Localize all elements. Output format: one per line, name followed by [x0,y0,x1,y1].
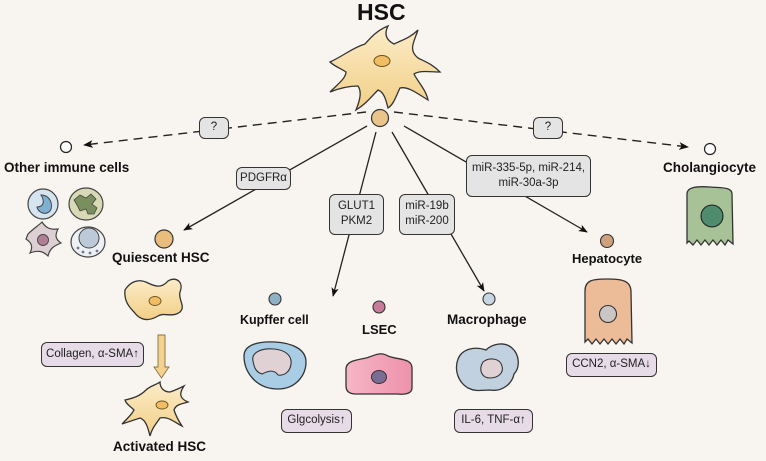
hsc-nucleus [373,55,391,67]
immune-cells-illustration [25,187,106,258]
cholangiocyte-dot [703,142,717,156]
lsec-dot [372,300,386,314]
label-other-immune-cells: Other immune cells [4,160,130,175]
mediator-unknown-right: ? [533,117,563,139]
kupffer-dot [268,292,282,306]
cholangiocyte-illustration [686,186,734,247]
effect-text: Glgcolysis↑ [287,414,346,426]
mediator-text: GLUT1 [337,200,376,212]
hepatocyte-illustration [584,278,633,346]
hsc-node-dot [370,108,390,128]
effect-il6-tnf: IL-6, TNF-α↑ [454,409,533,433]
effect-glycolysis: Glgcolysis↑ [281,409,352,433]
label-quiescent-hsc: Quiescent HSC [112,250,210,265]
label-lsec: LSEC [362,322,397,337]
effect-text: CCN2, α-SMA↓ [572,358,651,370]
label-kupffer-cell: Kupffer cell [240,313,309,327]
mediator-text: PKM2 [340,215,373,227]
mediator-pdgfr: PDGFRα [236,167,291,190]
mediator-text: ? [210,121,218,133]
mediator-text: miR-19b [405,200,449,212]
hsc-cell-illustration [328,24,442,112]
mediator-mirs: miR-335-5p, miR-214, miR-30a-3p [466,155,591,197]
mediator-unknown-left: ? [199,117,229,139]
label-cholangiocyte: Cholangiocyte [663,160,757,175]
effect-text: IL-6, TNF-α↑ [461,414,526,426]
mediator-text: PDGFRα [240,172,287,184]
activation-arrow [153,334,170,379]
quiescent-dot [154,229,174,249]
edge-hsc-to-cholangiocyte [393,111,689,150]
edges [83,111,689,297]
kupffer-cell-illustration [243,341,307,390]
effect-collagen: Collagen, α-SMA↑ [41,342,144,367]
mediator-mir19b-mir200: miR-19b miR-200 [399,194,455,235]
quiescent-hsc-illustration [124,278,183,321]
label-macrophage: Macrophage [447,312,527,327]
activated-hsc-illustration [121,380,190,437]
mediator-text: ? [544,121,552,133]
macrophage-illustration [455,343,519,392]
label-activated-hsc: Activated HSC [113,439,207,454]
mediator-text: miR-200 [405,215,449,227]
mediator-text: miR-335-5p, miR-214, [471,162,586,174]
hepatocyte-dot [599,233,615,249]
mediator-text: miR-30a-3p [498,177,559,189]
label-hepatocyte: Hepatocyte [572,251,643,266]
effect-ccn2: CCN2, α-SMA↓ [566,353,657,377]
effect-text: Collagen, α-SMA↑ [46,348,139,360]
macrophage-dot [482,292,496,306]
lsec-illustration [345,353,413,395]
other-immune-dot [59,140,73,154]
page-title: HSC [357,0,406,25]
